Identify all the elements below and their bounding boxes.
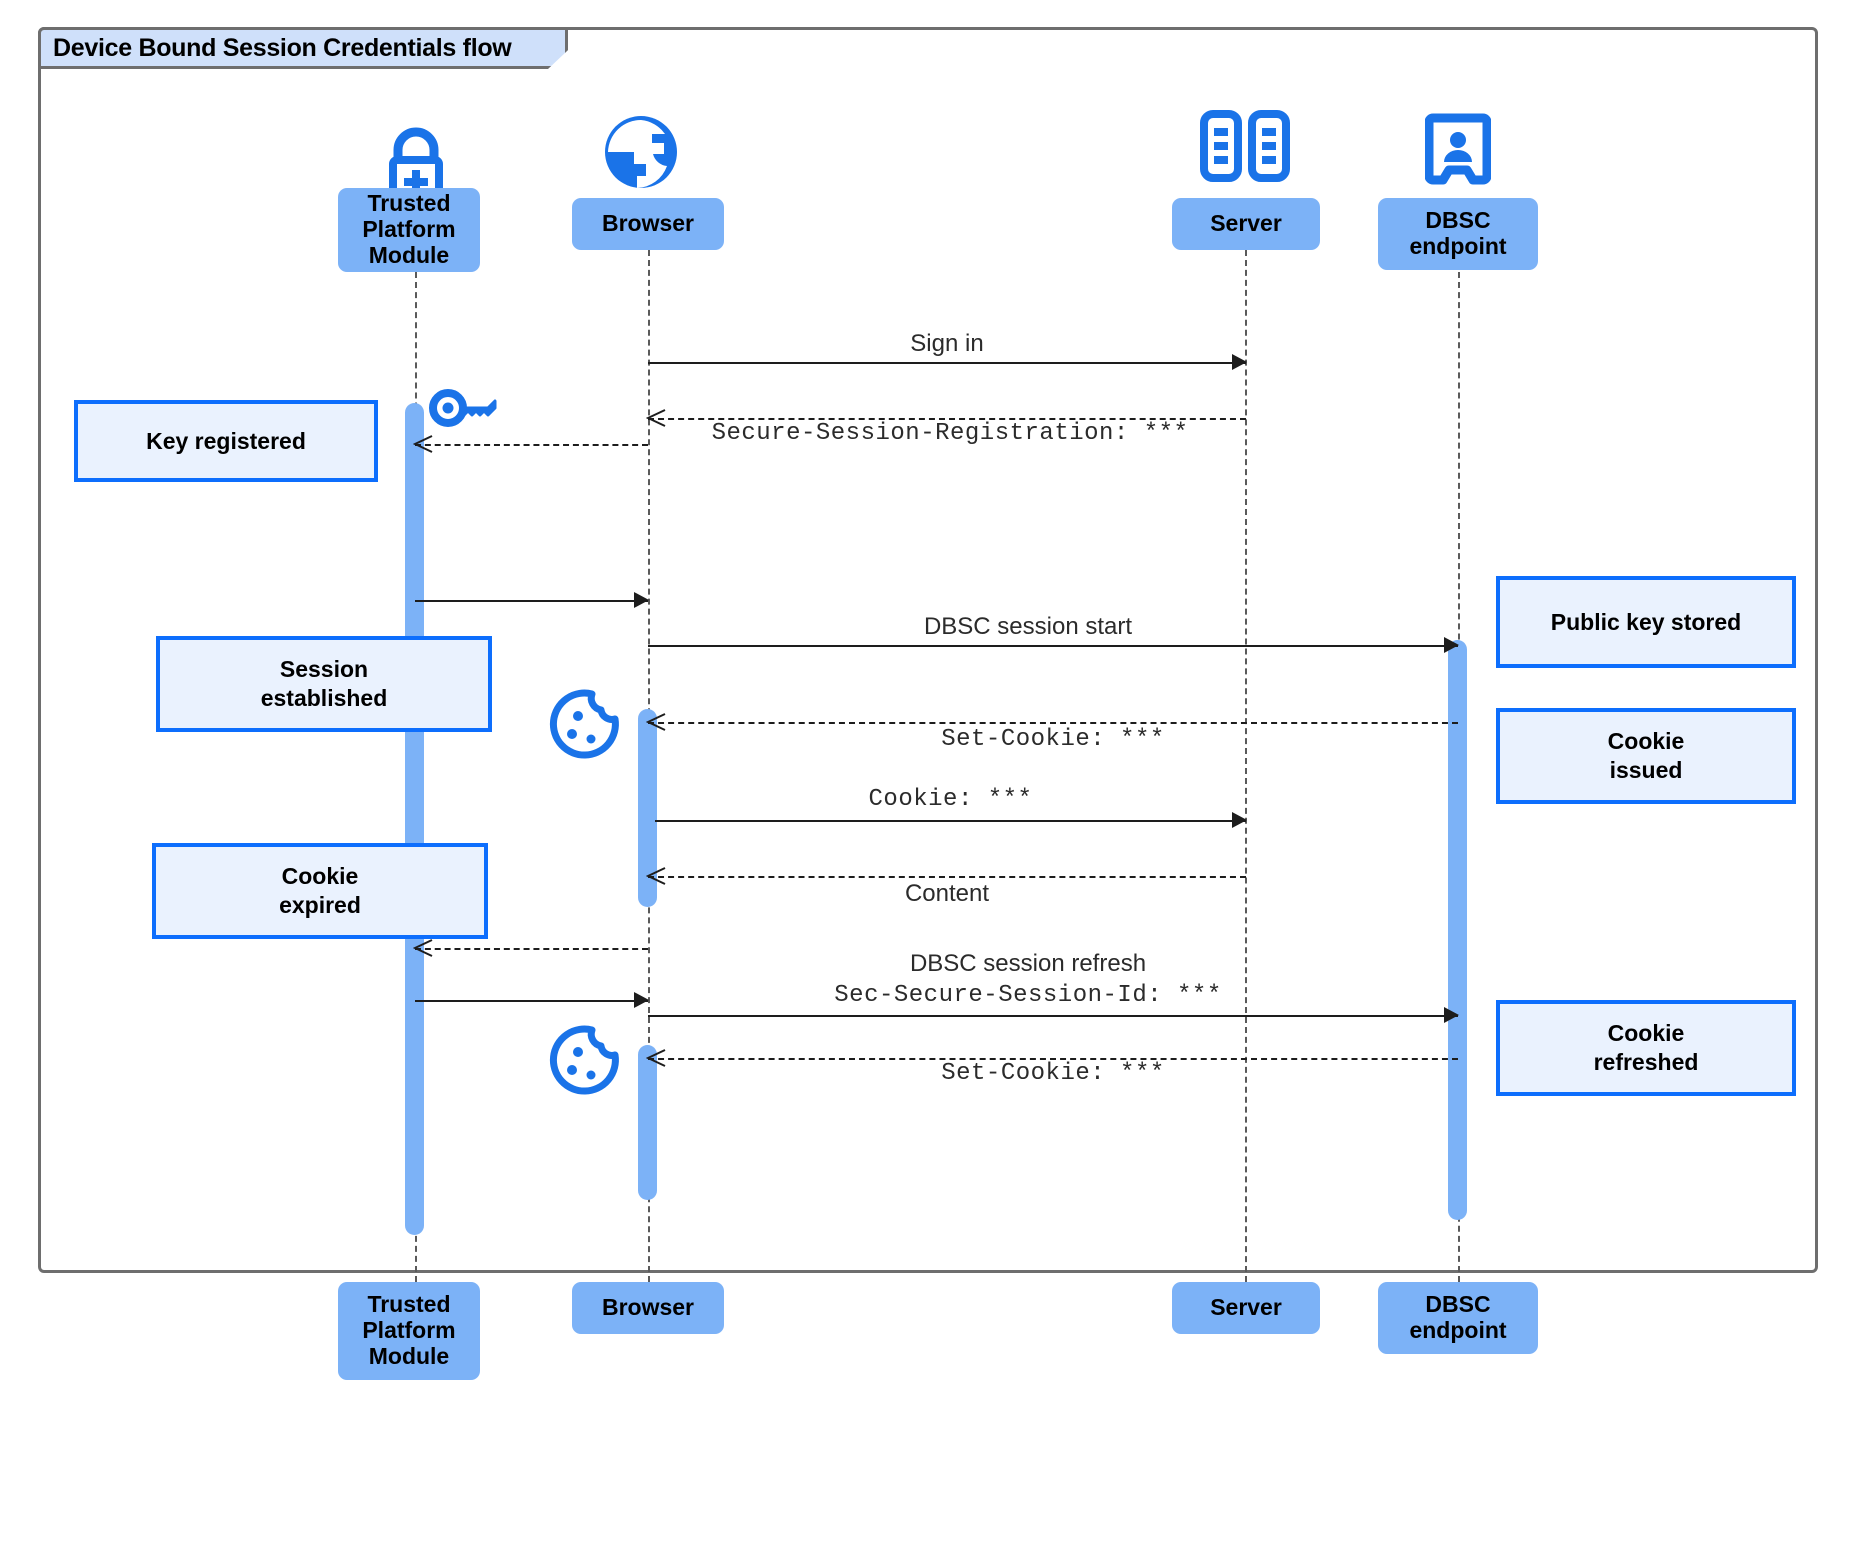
note-key-registered: Key registered [74,400,378,482]
cookie-icon [548,1024,620,1101]
message-dbsc-session-start [648,637,1459,653]
message-set-cookie-1 [646,713,1458,731]
message-label-sign-in: Sign in [910,330,984,357]
message-secure-session-registration [646,409,1246,427]
message-cookie [655,812,1247,828]
cookie-icon [548,688,620,765]
message-label-content: Content [904,880,990,907]
participant-browser-bottom[interactable]: Browser [572,1282,724,1334]
message-sign-in [648,354,1247,370]
id-card-person-icon [1424,112,1492,191]
message-content [646,867,1246,885]
note-text: Key registered [146,427,306,454]
note-cookie-refreshed: Cookie refreshed [1496,1000,1796,1096]
participant-server-top[interactable]: Server [1172,198,1320,250]
message-set-cookie-2 [646,1049,1458,1067]
message-label-dbsc-session-start: DBSC session start [923,613,1133,640]
participant-dbsc-top[interactable]: DBSC endpoint [1378,198,1538,270]
note-text: Public key stored [1550,608,1742,635]
lifeline-server [1245,250,1247,1282]
arrowhead-right-icon [1232,812,1247,828]
participant-server-bottom[interactable]: Server [1172,1282,1320,1334]
message-tpm-to-browser-refresh [415,992,649,1008]
arrowhead-right-icon [1444,637,1459,653]
participant-label: Trusted Platform Module [362,190,456,268]
message-dbsc-session-refresh [648,1007,1459,1023]
diagram-title: Device Bound Session Credentials flow [53,33,512,62]
participant-tpm-bottom[interactable]: Trusted Platform Module [338,1282,480,1380]
participant-tpm-top[interactable]: Trusted Platform Module [338,188,480,272]
note-cookie-expired: Cookie expired [152,843,488,939]
message-label-set-cookie-2: Set-Cookie: *** [941,1060,1165,1087]
participant-label: Server [1210,1294,1282,1321]
activation-bar-browser-2 [638,1045,657,1200]
arrowhead-right-icon [634,992,649,1008]
note-text: Cookie issued [1607,728,1685,783]
note-cookie-issued: Cookie issued [1496,708,1796,804]
key-icon [428,386,500,435]
participant-label: Server [1210,210,1282,237]
server-racks-icon [1196,110,1294,187]
message-browser-to-tpm-register [413,435,648,453]
arrowhead-right-icon [1232,354,1247,370]
participant-browser-top[interactable]: Browser [572,198,724,250]
note-text: Cookie refreshed [1593,1020,1699,1075]
arrowhead-right-icon [1444,1007,1459,1023]
note-public-key-stored: Public key stored [1496,576,1796,668]
participant-label: DBSC endpoint [1409,207,1507,259]
message-browser-to-tpm-refresh [413,939,648,957]
message-label-cookie: Cookie: *** [868,786,1033,813]
arrowhead-right-icon [634,592,649,608]
note-text: Session established [260,656,388,711]
participant-label: Browser [601,1294,695,1321]
participant-label: Trusted Platform Module [362,1291,456,1369]
message-label-dbsc-session-refresh: DBSC session refresh [909,950,1147,977]
activation-bar-dbsc [1448,640,1467,1220]
participant-label: Browser [601,210,695,237]
message-tpm-to-browser-key [415,592,649,608]
participant-dbsc-bottom[interactable]: DBSC endpoint [1378,1282,1538,1354]
diagram-frame-label: Device Bound Session Credentials flow [38,27,568,69]
message-label-sec-secure-session-id: Sec-Secure-Session-Id: *** [834,982,1222,1009]
message-label-secure-session-registration: Secure-Session-Registration: *** [711,420,1189,447]
note-text: Cookie expired [279,863,361,918]
activation-bar-tpm [405,403,424,1235]
note-session-established: Session established [156,636,492,732]
globe-icon [596,113,686,196]
message-label-set-cookie-1: Set-Cookie: *** [941,726,1165,753]
activation-bar-browser-1 [638,709,657,907]
participant-label: DBSC endpoint [1409,1291,1507,1343]
